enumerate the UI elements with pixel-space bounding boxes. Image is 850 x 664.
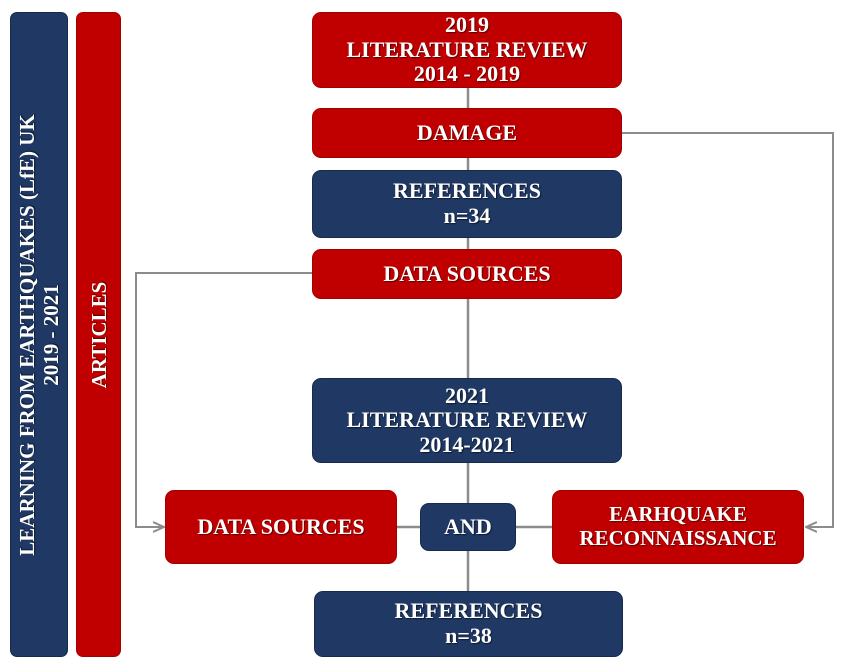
reconnaissance-line2: RECONNAISSANCE: [579, 526, 777, 550]
and-label: AND: [444, 513, 492, 539]
lfe-sidebar-text: LEARNING FROM EARTHQUAKES (LfE) UK 2019 …: [15, 114, 63, 555]
articles-sidebar-bar: ARTICLES: [76, 12, 121, 657]
literature-review-2019-box: 2019 LITERATURE REVIEW 2014 - 2019: [312, 12, 622, 88]
references-2019-title: REFERENCES: [393, 178, 541, 204]
references-2021-box: REFERENCES n=38: [314, 591, 623, 657]
literature-review-2021-box: 2021 LITERATURE REVIEW 2014-2021: [312, 378, 622, 463]
review-2019-title: LITERATURE REVIEW: [346, 36, 588, 62]
review-2021-year: 2021: [445, 382, 489, 408]
review-2021-range: 2014-2021: [419, 431, 515, 457]
references-2019-count: n=34: [443, 203, 491, 228]
data-sources-arrow: [135, 272, 312, 527]
review-2021-title: LITERATURE REVIEW: [346, 407, 588, 433]
review-2019-year: 2019: [445, 12, 489, 38]
damage-label: DAMAGE: [416, 119, 518, 145]
reconnaissance-line1: EARHQUAKE: [609, 502, 747, 527]
references-2019-box: REFERENCES n=34: [312, 170, 622, 238]
data-sources-top-label: DATA SOURCES: [383, 260, 551, 286]
lfe-title: LEARNING FROM EARTHQUAKES (LfE) UK: [14, 113, 39, 556]
articles-label: ARTICLES: [86, 281, 111, 388]
damage-box: DAMAGE: [312, 108, 622, 158]
data-sources-top-box: DATA SOURCES: [312, 249, 622, 299]
data-sources-bottom-label: DATA SOURCES: [197, 513, 365, 539]
damage-arrow: [622, 132, 834, 527]
and-box: AND: [420, 503, 516, 551]
lfe-sidebar-bar: LEARNING FROM EARTHQUAKES (LfE) UK 2019 …: [10, 12, 68, 657]
references-2021-count: n=38: [445, 623, 492, 648]
lfe-years: 2019 - 2021: [39, 283, 63, 386]
review-2019-range: 2014 - 2019: [413, 61, 521, 87]
data-sources-bottom-box: DATA SOURCES: [165, 490, 397, 564]
earthquake-reconnaissance-box: EARHQUAKE RECONNAISSANCE: [552, 490, 804, 564]
references-2021-title: REFERENCES: [394, 598, 543, 624]
